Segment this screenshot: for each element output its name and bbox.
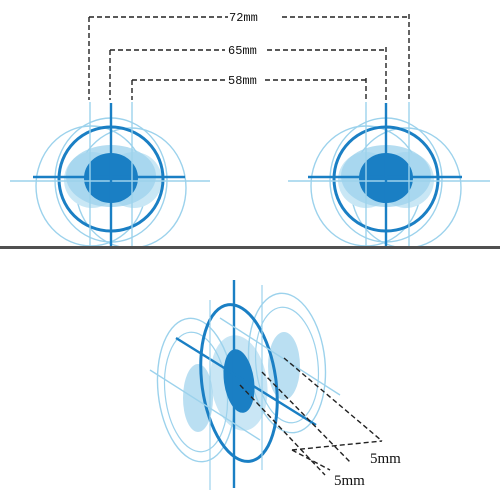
perspective-pupil [223,349,255,413]
perspective-front-blob [183,364,213,432]
perspective-view [149,280,341,490]
dimension-lines [88,14,410,100]
offset-ext-1 [239,384,326,476]
offset-ext-3 [283,357,383,442]
dim-label-58: 58mm [228,74,257,88]
offset-bar-2 [291,449,331,471]
offset-label-lower: 5mm [334,473,365,489]
offset-dimension-lines [239,357,383,476]
offset-label-upper: 5mm [370,451,401,467]
offset-bar-1 [291,440,383,451]
dim-label-72: 72mm [229,11,258,25]
dim-label-65: 65mm [228,44,257,58]
left-eye-target [10,102,210,249]
offset-ext-2 [261,371,351,463]
right-eye-target [288,102,490,249]
section-divider [0,246,500,249]
perspective-pale-diag-2 [219,317,341,396]
perspective-crosshair-diag [175,336,317,427]
perspective-pale-diag-1 [149,369,261,441]
perspective-main-ring [199,303,279,463]
